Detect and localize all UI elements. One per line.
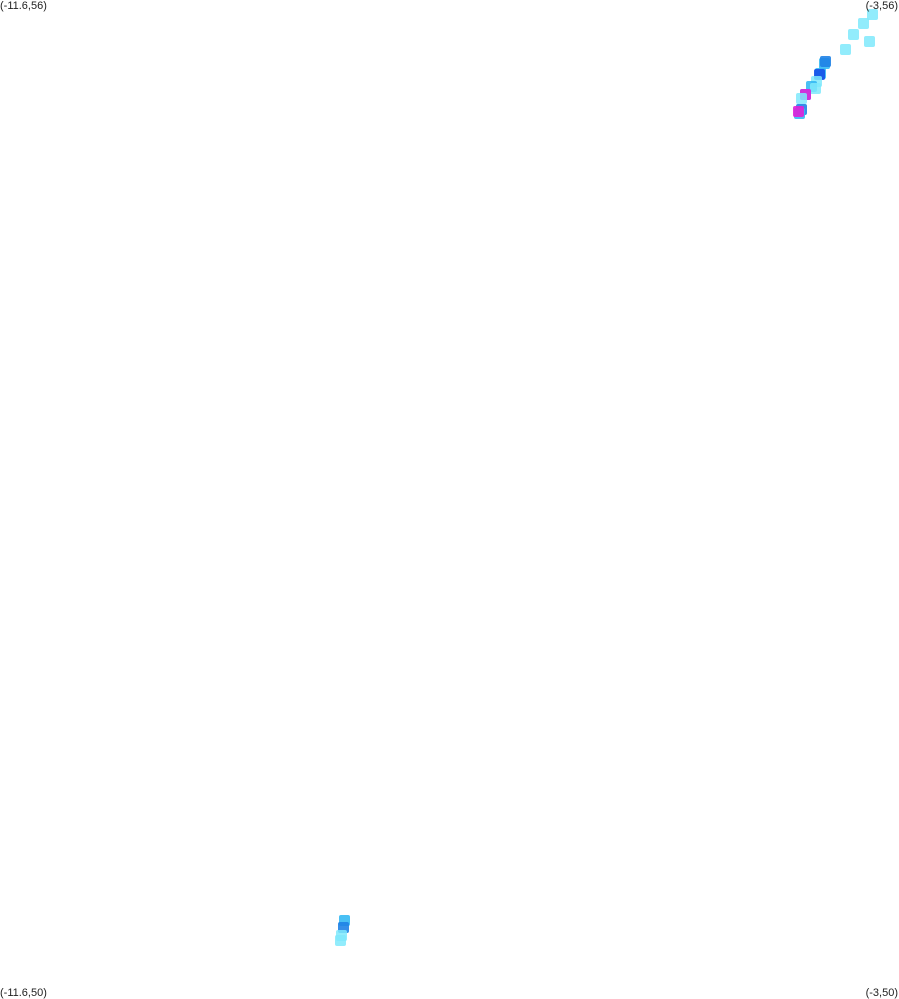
heat-cell <box>864 36 875 47</box>
heat-cell <box>793 106 804 117</box>
heat-cell <box>814 69 825 80</box>
heat-cell <box>339 915 350 926</box>
heat-cell <box>335 935 346 946</box>
heat-cell <box>867 9 878 20</box>
heat-cell <box>338 922 349 933</box>
corner-label-top-left: (-11.6,56) <box>0 0 47 12</box>
corner-label-bottom-right: (-3,50) <box>865 987 898 999</box>
corner-label-top-right: (-3,56) <box>865 0 898 12</box>
heat-cell <box>796 93 807 104</box>
heat-cell <box>820 56 831 67</box>
heat-cell <box>840 44 851 55</box>
heat-cell <box>858 18 869 29</box>
corner-label-bottom-left: (-11.6,50) <box>0 987 47 999</box>
heat-cell <box>848 29 859 40</box>
heat-cell <box>810 83 821 94</box>
